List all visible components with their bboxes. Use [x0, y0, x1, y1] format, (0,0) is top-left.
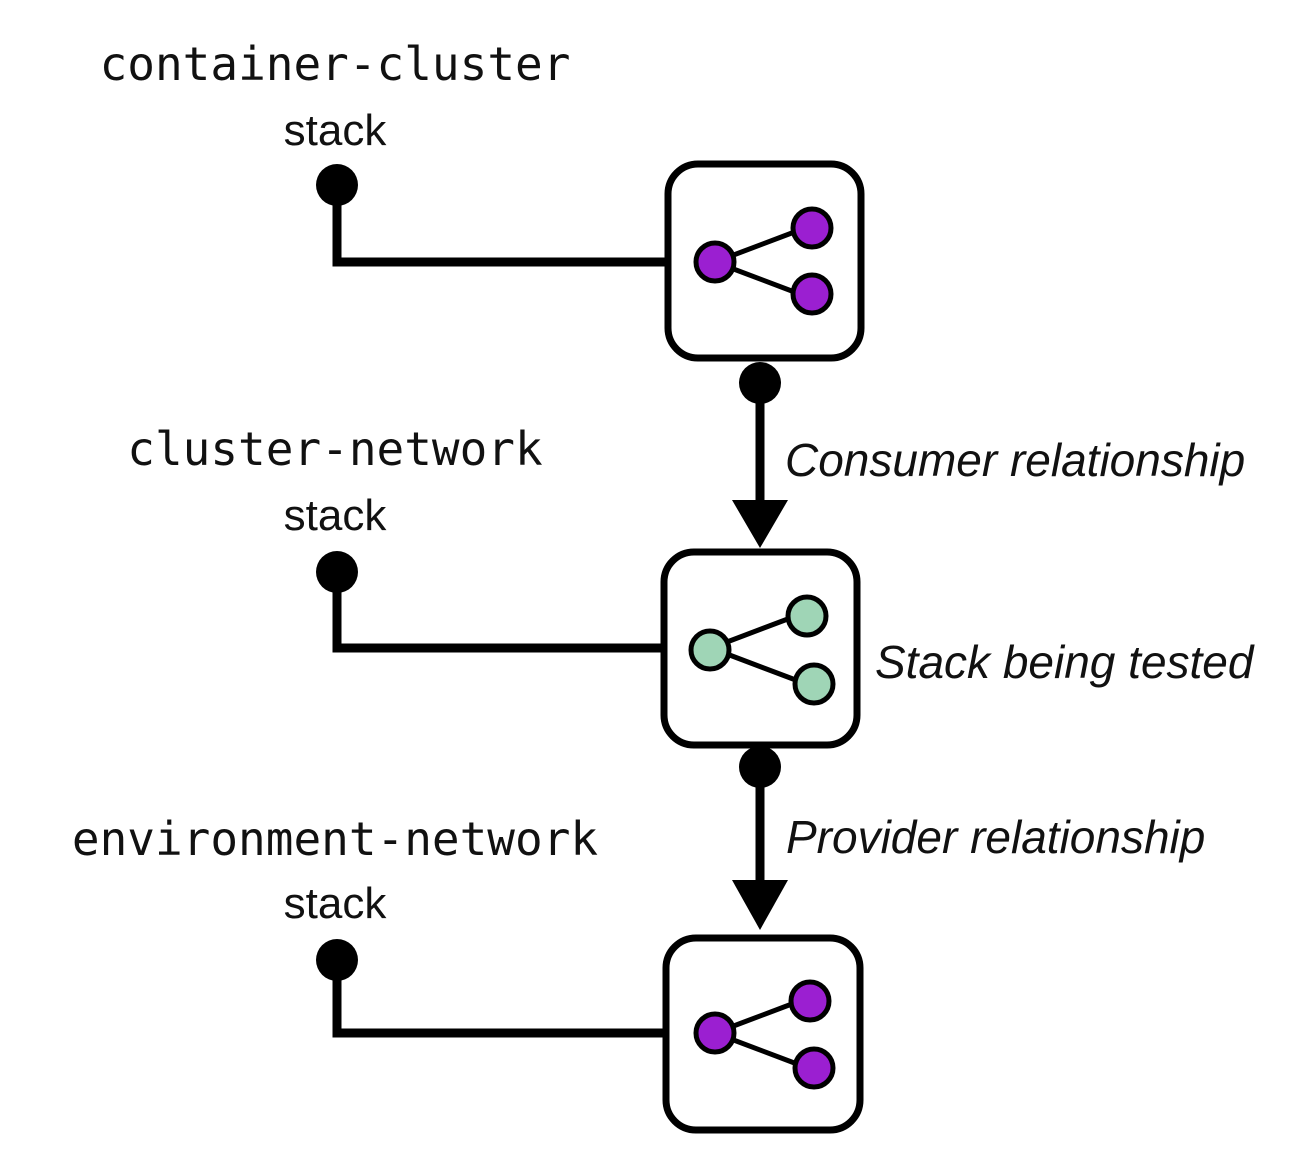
node-dot: [792, 662, 836, 706]
connector-line: [332, 960, 668, 1038]
node-dot: [790, 272, 834, 316]
connector-line: [332, 572, 666, 653]
stack-name-label: container-cluster: [100, 37, 571, 91]
stack-name-label: environment-network: [72, 812, 598, 866]
stack-name-label: cluster-network: [127, 422, 542, 476]
stack-container-cluster: container-cluster stack: [100, 37, 865, 362]
node-dot: [688, 628, 732, 672]
node-dot: [693, 1011, 737, 1055]
stack-being-tested-label: Stack being tested: [875, 636, 1255, 688]
consumer-arrow: Consumer relationship: [732, 362, 1245, 548]
node-dot: [785, 594, 829, 638]
stack-environment-network: environment-network stack: [72, 812, 864, 1134]
node-dot: [693, 240, 737, 284]
stack-cluster-network: cluster-network stack Stack being tested: [127, 422, 1255, 749]
provider-relationship-label: Provider relationship: [786, 811, 1205, 863]
provider-arrow: Provider relationship: [732, 746, 1205, 930]
stack-type-label: stack: [284, 879, 388, 928]
node-dot: [792, 1046, 836, 1090]
stack-type-label: stack: [284, 491, 388, 540]
node-dot: [788, 979, 832, 1023]
arrow-head: [732, 880, 788, 930]
share-icon: [688, 594, 836, 706]
consumer-relationship-label: Consumer relationship: [785, 434, 1245, 486]
share-icon: [693, 206, 834, 316]
arrow-head: [732, 500, 788, 548]
connector-line: [332, 185, 670, 267]
stack-type-label: stack: [284, 106, 388, 155]
share-icon: [693, 979, 836, 1090]
node-dot: [790, 206, 834, 250]
